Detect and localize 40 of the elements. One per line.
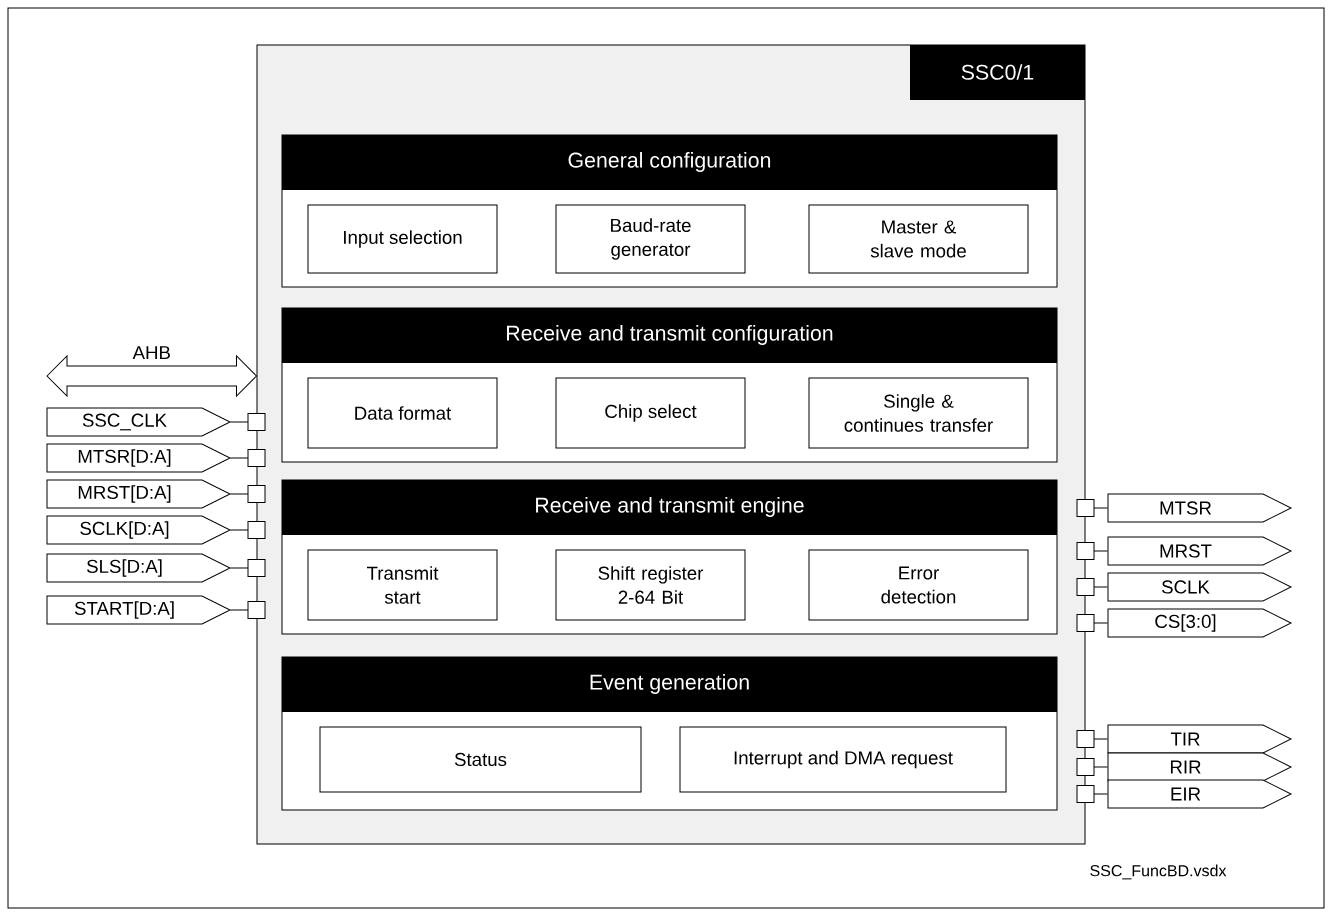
signal-pin: CS[3:0]: [1107, 608, 1292, 638]
function-box: Data format: [307, 377, 498, 449]
function-box: Status: [319, 726, 642, 793]
bus-arrow: [46, 355, 257, 397]
function-box: Shift register 2-64 Bit: [555, 549, 746, 621]
signal-pin: MTSR[D:A]: [46, 443, 231, 473]
signal-pin: MRST: [1107, 536, 1292, 566]
signal-line: [230, 559, 266, 577]
function-box: Transmit start: [307, 549, 498, 621]
signal-pin: MRST[D:A]: [46, 479, 231, 509]
signal-line: [230, 521, 266, 539]
signal-line: [230, 413, 266, 431]
function-box: Master & slave mode: [808, 204, 1029, 274]
signal-line: [230, 449, 266, 467]
function-box: Input selection: [307, 204, 498, 274]
signal-pin: SCLK[D:A]: [46, 515, 231, 545]
signal-line: [1076, 499, 1108, 517]
signal-pin: TIR: [1107, 724, 1292, 754]
edge-label: AHB: [132, 346, 170, 360]
function-box: Error detection: [808, 549, 1029, 621]
file-name: SSC_FuncBD.vsdx: [1090, 864, 1227, 880]
signal-line: [230, 601, 266, 619]
signal-pin: SCLK: [1107, 572, 1292, 602]
function-box: Single & continues transfer: [808, 377, 1029, 449]
signal-pin: EIR: [1107, 779, 1292, 809]
signal-pin: MTSR: [1107, 493, 1292, 523]
signal-line: [1076, 730, 1108, 748]
signal-line: [1076, 542, 1108, 560]
function-box: Interrupt and DMA request: [679, 726, 1007, 793]
signal-line: [1076, 758, 1108, 776]
signal-line: [1076, 785, 1108, 803]
signal-line: [1076, 614, 1108, 632]
signal-pin: SSC_CLK: [46, 407, 231, 437]
function-box: Chip select: [555, 377, 746, 449]
signal-pin: RIR: [1107, 752, 1292, 782]
signal-pin: SLS[D:A]: [46, 553, 231, 583]
signal-line: [1076, 578, 1108, 596]
signal-line: [230, 485, 266, 503]
signal-pin: START[D:A]: [46, 595, 231, 625]
function-box: Baud-rate generator: [555, 204, 746, 274]
